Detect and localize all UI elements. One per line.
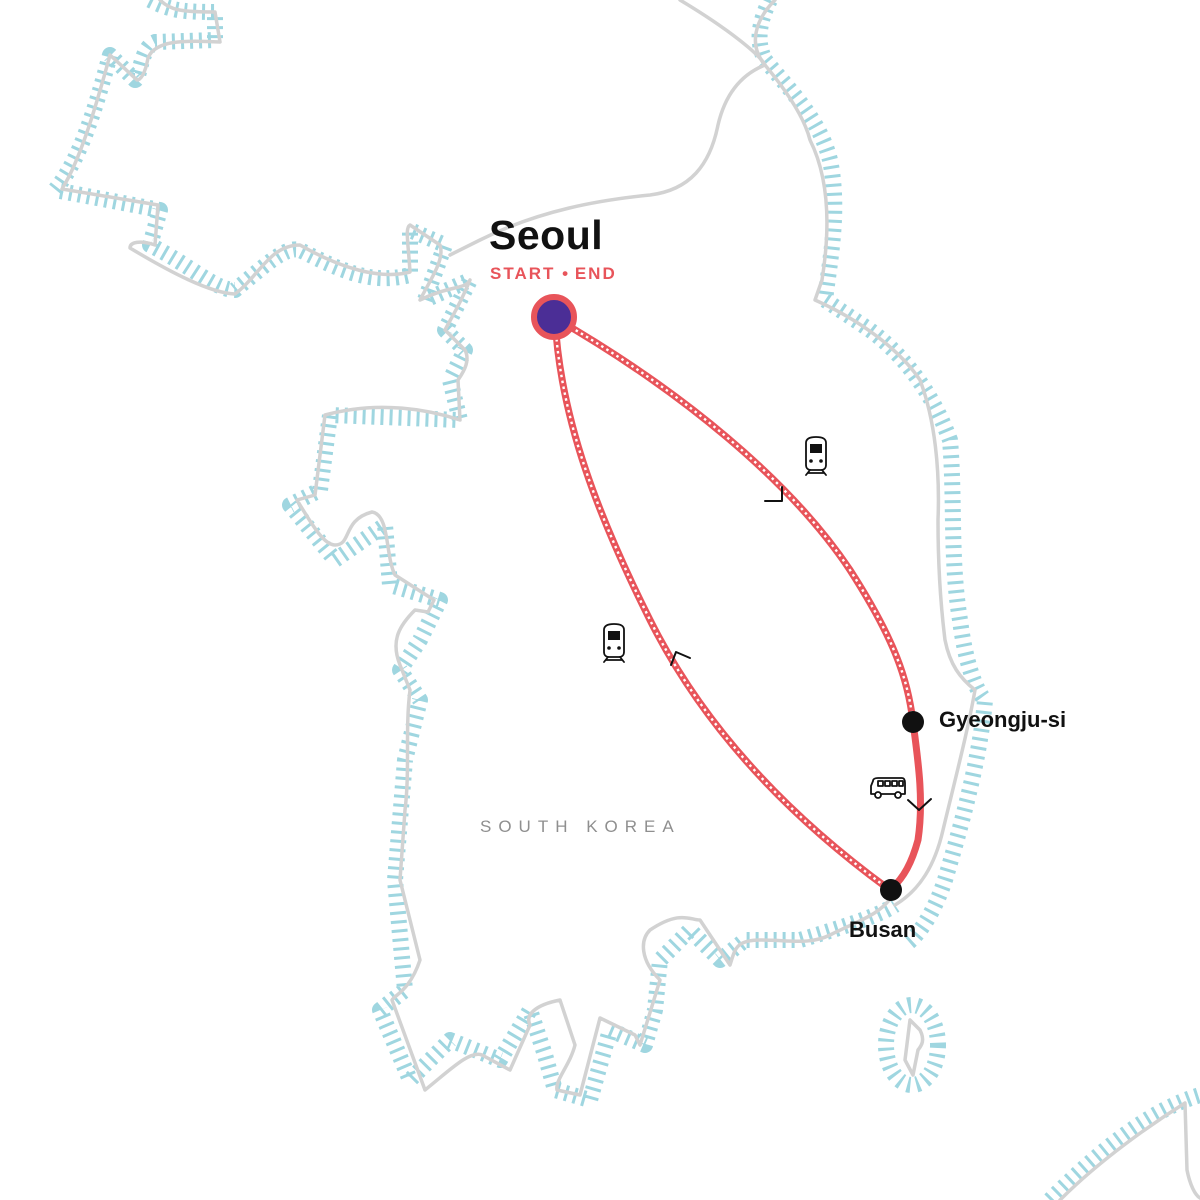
route-gyeongju-busan (886, 718, 924, 894)
route-seoul-gyeongju (551, 314, 917, 726)
busan-label: Busan (849, 917, 917, 942)
country-label: SOUTH KOREA (480, 817, 681, 836)
direction-arrow-icon (670, 651, 691, 666)
gyeongju-label: Gyeongju-si (939, 707, 1067, 732)
coastline (60, 0, 1200, 1200)
end-label: END (574, 264, 617, 283)
train-icon (805, 436, 827, 476)
water-hatching (47, 0, 1200, 1200)
route-busan-seoul (551, 314, 894, 894)
seoul-start-end-label: START • END (490, 264, 617, 284)
train-icon (603, 623, 625, 663)
bus-icon (870, 777, 906, 799)
direction-arrow-icon (764, 486, 783, 502)
seoul-start-marker[interactable] (531, 294, 577, 340)
busan-stop-marker[interactable] (880, 879, 902, 901)
direction-arrow-icon (907, 798, 932, 811)
separator-dot: • (562, 264, 569, 283)
start-label: START (490, 264, 556, 283)
gyeongju-stop-marker[interactable] (902, 711, 924, 733)
seoul-label: Seoul (489, 212, 604, 258)
